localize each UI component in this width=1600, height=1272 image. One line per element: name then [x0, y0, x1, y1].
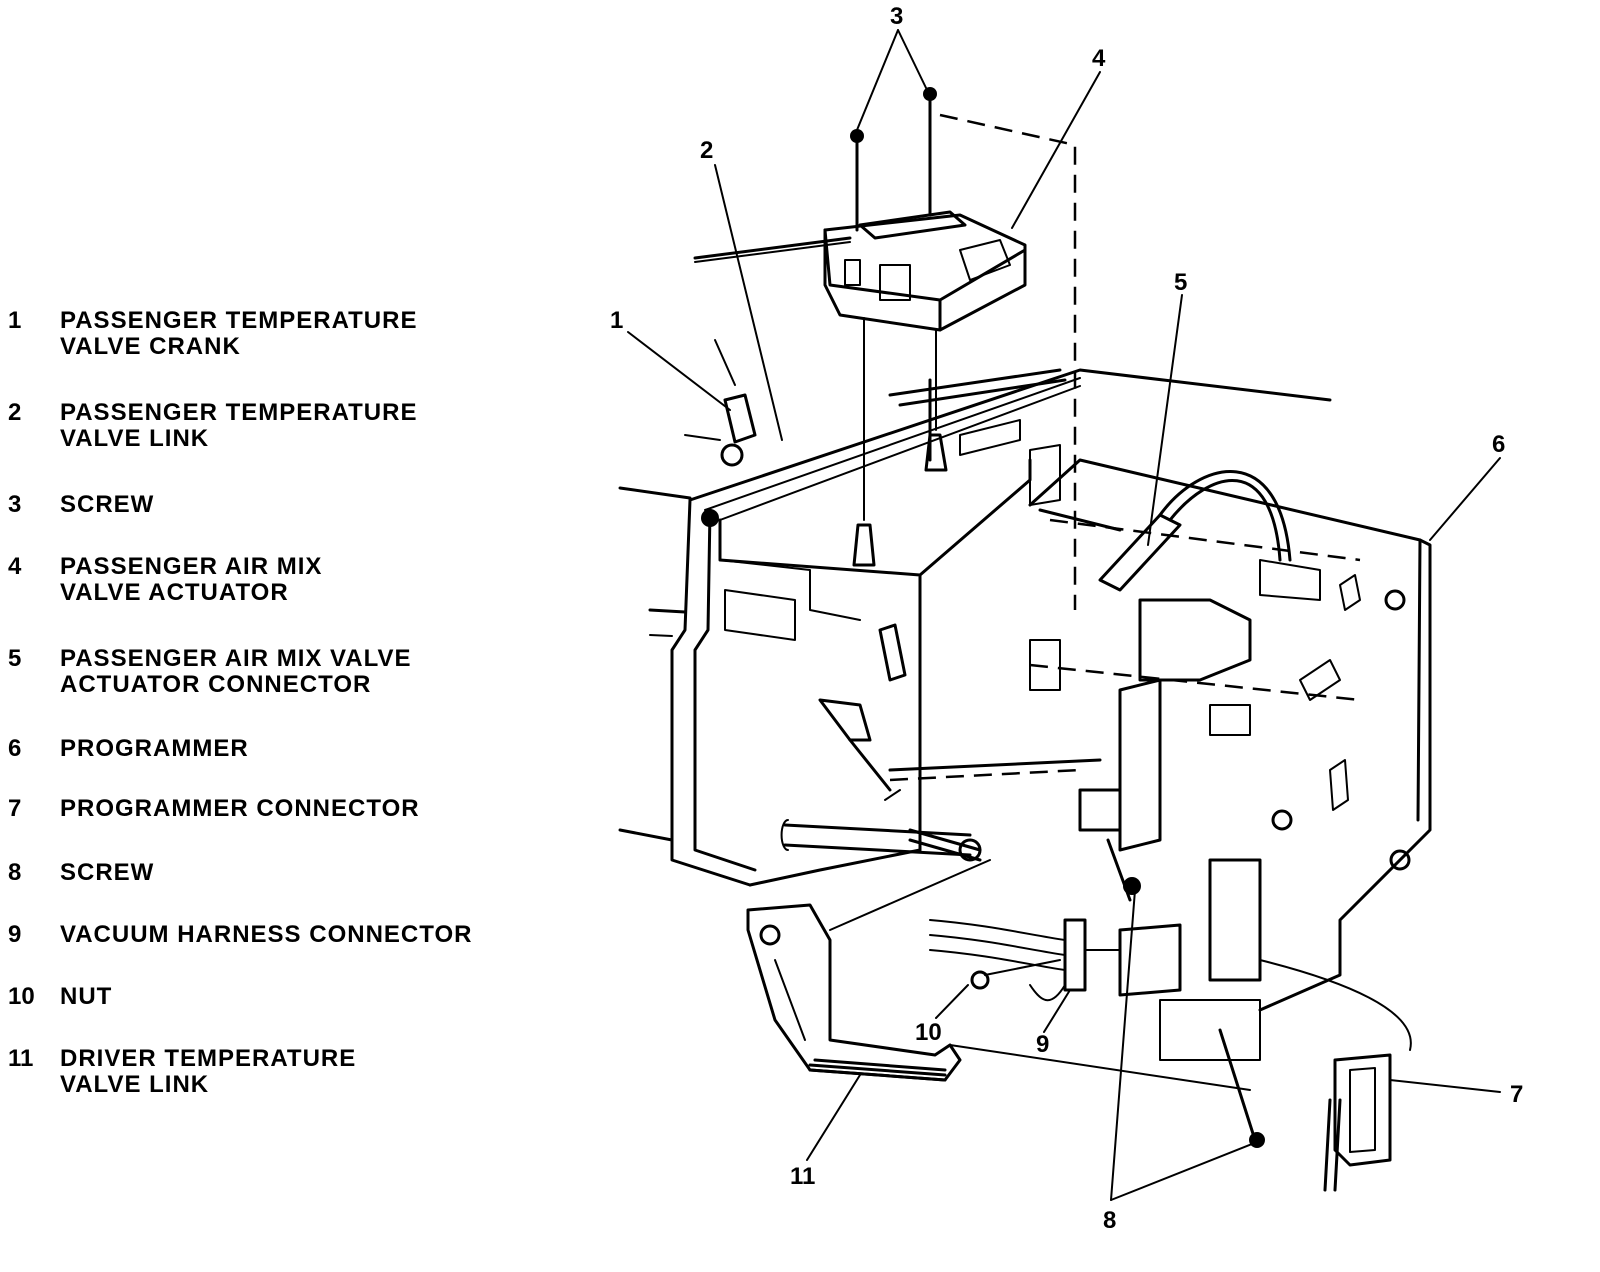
legend-number: 3 [8, 491, 22, 518]
programmer [1028, 444, 1432, 1061]
phantom-outline [889, 113, 1361, 782]
vacuum-harness-connector [929, 918, 1121, 1001]
legend-label: PASSENGER TEMPERATURE VALVE LINK [60, 399, 418, 452]
legend-number: 11 [8, 1045, 34, 1072]
temperature-valve-crank [684, 339, 757, 527]
callout-2: 2 [700, 137, 713, 164]
legend-label: DRIVER TEMPERATURE VALVE LINK [60, 1045, 357, 1098]
legend-label: NUT [60, 983, 113, 1010]
actuator-connector [1098, 470, 1321, 601]
air-mix-valve-actuator [693, 87, 1027, 567]
legend-number: 4 [8, 553, 22, 580]
programmer-connector [1259, 959, 1412, 1192]
callout-3: 3 [890, 3, 903, 30]
legend-label: VACUUM HARNESS CONNECTOR [60, 921, 473, 948]
leader-lines [627, 29, 1501, 1201]
legend-label: SCREW [60, 859, 155, 886]
driver-temperature-valve-link [746, 859, 1251, 1091]
nut-and-rod [908, 828, 1061, 990]
callout-7: 7 [1510, 1081, 1523, 1108]
callout-1: 1 [610, 307, 623, 334]
legend-number: 10 [8, 983, 35, 1010]
legend-number: 6 [8, 735, 22, 762]
callout-6: 6 [1492, 431, 1505, 458]
legend-label: PROGRAMMER [60, 735, 249, 762]
callout-8: 8 [1103, 1207, 1116, 1234]
legend-number: 5 [8, 645, 22, 672]
callout-4: 4 [1092, 45, 1106, 72]
legend-number: 8 [8, 859, 22, 886]
hvac-module-exploded-view: 1 2 3 4 5 6 7 8 9 10 11 [610, 3, 1523, 1234]
legend-label: PROGRAMMER CONNECTOR [60, 795, 420, 822]
legend-label: PASSENGER AIR MIX VALVE ACTUATOR [60, 553, 323, 606]
callout-10: 10 [915, 1019, 942, 1046]
hvac-housing [618, 368, 1332, 887]
legend-label: PASSENGER TEMPERATURE VALVE CRANK [60, 307, 418, 360]
valve-lever-assembly [818, 623, 1102, 801]
legend-number: 2 [8, 399, 22, 426]
callout-labels: 1 2 3 4 5 6 7 8 9 10 11 [610, 3, 1523, 1234]
legend-label: SCREW [60, 491, 155, 518]
legend-label: PASSENGER AIR MIX VALVE ACTUATOR CONNECT… [60, 645, 412, 698]
legend-number: 9 [8, 921, 22, 948]
callout-11: 11 [790, 1163, 815, 1190]
callout-5: 5 [1174, 269, 1187, 296]
legend-number: 7 [8, 795, 22, 822]
callout-9: 9 [1036, 1031, 1049, 1058]
legend-number: 1 [8, 307, 22, 334]
parts-legend: 1 PASSENGER TEMPERATURE VALVE CRANK 2 PA… [0, 0, 560, 1272]
